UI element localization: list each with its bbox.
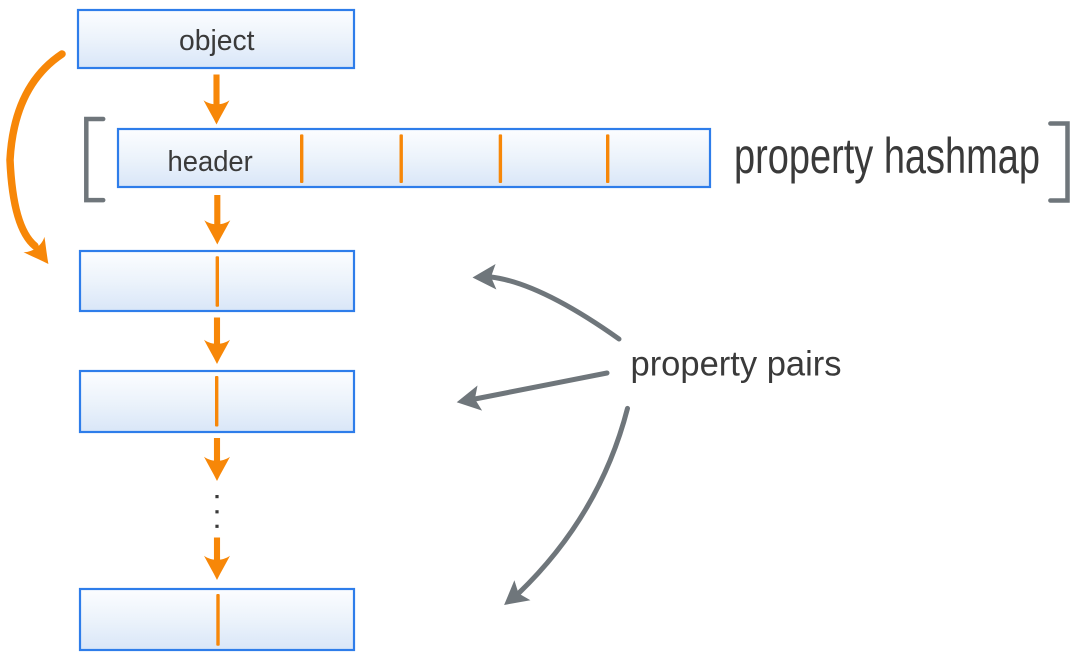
svg-text:property pairs: property pairs bbox=[631, 344, 842, 384]
svg-text:header: header bbox=[168, 146, 254, 178]
svg-text:property hashmap: property hashmap bbox=[734, 128, 1040, 184]
svg-text:object: object bbox=[179, 25, 255, 57]
